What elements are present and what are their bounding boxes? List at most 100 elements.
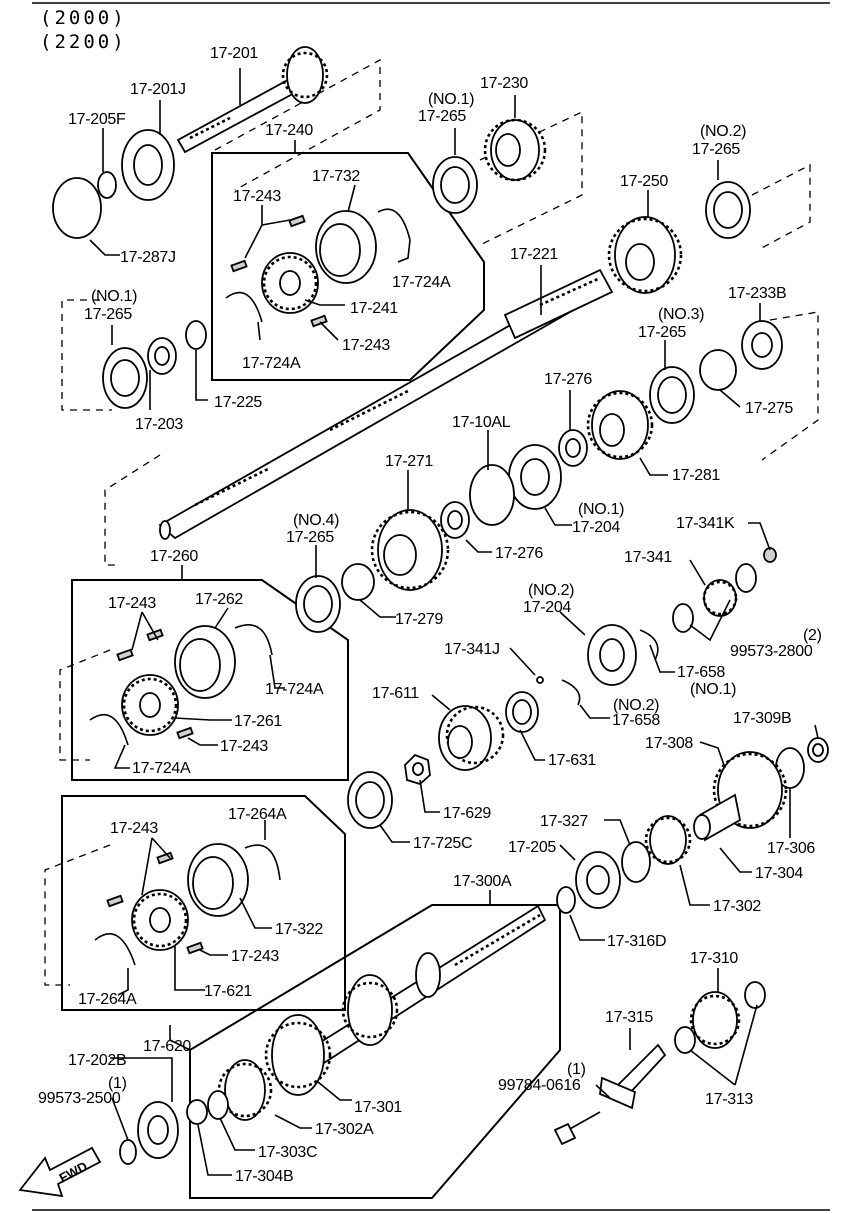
group-box-17-260: [71, 579, 349, 781]
input-shaft: [176, 46, 329, 154]
part-17-265-synchro-ring-no4: [295, 575, 341, 633]
part-99573-2500-snap-ring: [119, 1139, 137, 1165]
part-99573-2800-snap-ring: [672, 603, 694, 633]
label-no4: (NO.4): [293, 512, 339, 529]
label-17-327: 17-327: [540, 813, 588, 830]
part-17-276-washer: [558, 429, 588, 467]
part-17-315-shaft: [599, 1043, 667, 1110]
label-17-205: 17-205: [508, 839, 556, 856]
label-no1: (NO.1): [578, 501, 624, 518]
part-17-725C-ring: [347, 771, 393, 829]
label-17-221: 17-221: [510, 246, 558, 263]
part-17-304-bushing: [693, 793, 742, 842]
label-17-341: 17-341: [624, 549, 672, 566]
part-17-225-snap-ring: [185, 320, 207, 350]
label-17-271: 17-271: [385, 453, 433, 470]
group-box-17-300A: [189, 904, 561, 1199]
label-17-243: 17-243: [108, 595, 156, 612]
label-99573-2500: 99573-2500: [38, 1090, 121, 1107]
label-17-265: 17-265: [638, 324, 686, 341]
label-17-262: 17-262: [195, 591, 243, 608]
label-17-10AL: 17-10AL: [452, 414, 511, 431]
label-no1: (NO.1): [428, 91, 474, 108]
part-17-658-clip: [639, 629, 659, 661]
part-17-631-seal: [505, 691, 539, 733]
label-17-241: 17-241: [350, 300, 398, 317]
label-17-265: 17-265: [84, 306, 132, 323]
part-17-279-bushing: [341, 563, 375, 601]
group-box-17-240: [211, 152, 485, 381]
part-99573-2800-snap-ring: [735, 563, 757, 593]
dashed-line: [61, 299, 112, 411]
part-17-204-bearing-no2: [587, 624, 637, 686]
part-17-276-washer: [440, 501, 470, 539]
label-no1: (NO.1): [91, 288, 137, 305]
label-17-281: 17-281: [672, 467, 720, 484]
label-17-631: 17-631: [548, 752, 596, 769]
part-17-287J-ring: [52, 177, 102, 239]
label-17-250: 17-250: [620, 173, 668, 190]
part-17-243-key: [116, 648, 134, 662]
label-17-306: 17-306: [767, 840, 815, 857]
part-17-265-synchro-ring-no1: [432, 156, 478, 214]
part-17-281-gear: [586, 390, 654, 460]
label-17-264A: 17-264A: [78, 991, 137, 1008]
label-17-276: 17-276: [495, 545, 543, 562]
label-17-240: 17-240: [265, 122, 313, 139]
label-17-201J: 17-201J: [130, 81, 186, 98]
label-17-243: 17-243: [233, 188, 281, 205]
main-shaft: [158, 268, 614, 540]
label-quantity-1: (1): [567, 1061, 586, 1078]
part-17-724A-spring: [89, 713, 129, 746]
part-99784-0616-bolt: [553, 1111, 601, 1146]
part-17-341J-ball: [536, 676, 544, 684]
part-17-629-nut: [404, 753, 431, 786]
label-17-201: 17-201: [210, 45, 258, 62]
part-17-658-clip: [561, 679, 581, 706]
label-17-265: 17-265: [418, 108, 466, 125]
model-code-2000: (2000): [40, 7, 127, 29]
part-17-302A-gear: [217, 1059, 273, 1121]
part-17-724A-spring: [377, 208, 411, 241]
label-17-203: 17-203: [135, 416, 183, 433]
part-17-313-washer: [744, 981, 766, 1009]
part-17-271-gear: [370, 509, 450, 591]
part-17-302-gear: [644, 815, 692, 865]
label-17-225: 17-225: [214, 394, 262, 411]
part-17-243-key: [156, 851, 174, 865]
label-17-308: 17-308: [645, 735, 693, 752]
part-17-201J-bearing: [121, 129, 175, 201]
label-no2: (NO.2): [700, 123, 746, 140]
fwd-arrow-icon: FWD: [18, 1146, 102, 1198]
label-no2: (NO.2): [528, 582, 574, 599]
label-17-230: 17-230: [480, 75, 528, 92]
label-17-279: 17-279: [395, 611, 443, 628]
label-17-629: 17-629: [443, 805, 491, 822]
part-17-230-gear: [483, 118, 547, 182]
label-17-301: 17-301: [354, 1099, 402, 1116]
part-17-313-washer: [674, 1026, 696, 1054]
label-17-302A: 17-302A: [315, 1121, 374, 1138]
dashed-line: [44, 844, 111, 986]
label-no1: (NO.1): [690, 681, 736, 698]
dashed-line: [104, 454, 161, 566]
label-17-310: 17-310: [690, 950, 738, 967]
part-17-243-key: [176, 726, 194, 740]
part-17-303C-ring: [207, 1090, 229, 1120]
leader-lines: [89, 68, 819, 1176]
label-17-276: 17-276: [544, 371, 592, 388]
part-17-341-gear: [702, 579, 738, 617]
label-17-275: 17-275: [745, 400, 793, 417]
label-17-302: 17-302: [713, 898, 761, 915]
part-17-265-synchro-ring-no2: [705, 181, 751, 239]
label-17-341J: 17-341J: [444, 641, 500, 658]
part-17-262-sleeve: [174, 625, 236, 699]
part-17-203-needle-bearing: [147, 337, 177, 375]
part-17-264A-spring: [94, 933, 136, 966]
part-17-243-key: [310, 314, 328, 328]
label-quantity-2: (2): [803, 627, 822, 644]
dashed-line: [214, 58, 381, 191]
label-17-304: 17-304: [755, 865, 803, 882]
